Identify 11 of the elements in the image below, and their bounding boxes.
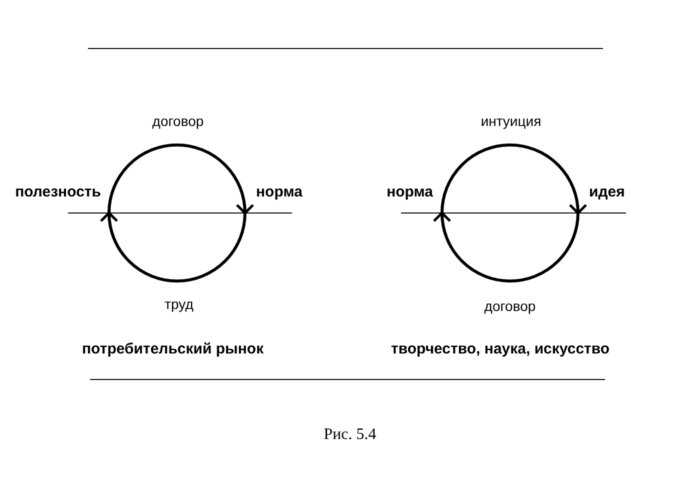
cycle-arc-arrow <box>108 144 254 214</box>
concept-label: полезность <box>15 184 101 200</box>
concept-label: норма <box>256 184 302 200</box>
cycle-arc-arrow <box>440 144 587 214</box>
concept-label: идея <box>589 184 625 200</box>
section-label: творчество, наука, искусство <box>391 340 610 358</box>
cycle-arc-arrow <box>100 212 246 282</box>
cycle-arc-arrow <box>433 212 580 282</box>
concept-label: норма <box>386 184 433 200</box>
section-label: потребительский рынок <box>82 340 264 358</box>
figure-caption: Рис. 5.4 <box>324 426 376 444</box>
